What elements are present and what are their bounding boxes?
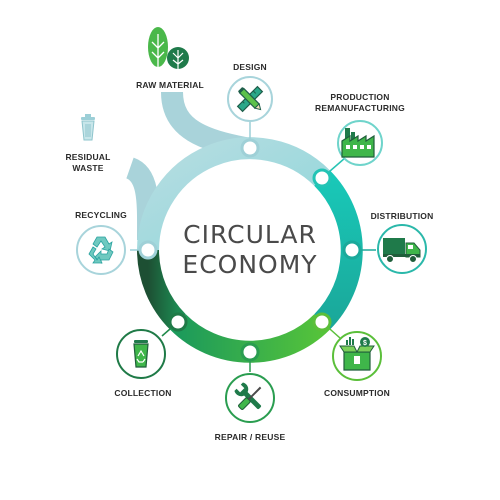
label-design: DESIGN — [233, 62, 267, 72]
label-waste: WASTE — [72, 163, 103, 173]
center-title-line2: ECONOMY — [182, 250, 317, 279]
label-distribution: DISTRIBUTION — [371, 211, 434, 221]
label-residual: RESIDUAL — [65, 152, 110, 162]
label-raw-material: RAW MATERIAL — [136, 80, 204, 90]
truck-icon — [383, 238, 421, 263]
recycling-node — [76, 225, 126, 275]
ring-nodes — [138, 138, 362, 362]
box-icon: $ — [339, 337, 375, 371]
label-production: PRODUCTION — [330, 92, 389, 102]
wrench-screwdriver-icon — [234, 382, 262, 410]
label-recycling: RECYCLING — [75, 210, 127, 220]
trees-icon — [148, 27, 189, 72]
center-title-line1: CIRCULAR — [183, 220, 317, 249]
label-collection: COLLECTION — [114, 388, 171, 398]
trash-can-icon — [81, 114, 95, 141]
label-remanufacturing: REMANUFACTURING — [315, 103, 405, 113]
label-repair-reuse: REPAIR / REUSE — [215, 432, 286, 442]
pencil-ruler-icon — [236, 85, 264, 113]
factory-icon — [341, 128, 375, 158]
label-consumption: CONSUMPTION — [324, 388, 390, 398]
ring-segment-top — [137, 137, 330, 251]
ring-segment-left — [137, 249, 187, 330]
recycle-bin-icon — [133, 340, 149, 368]
recycle-icon — [88, 236, 114, 264]
svg-text:$: $ — [363, 340, 367, 347]
